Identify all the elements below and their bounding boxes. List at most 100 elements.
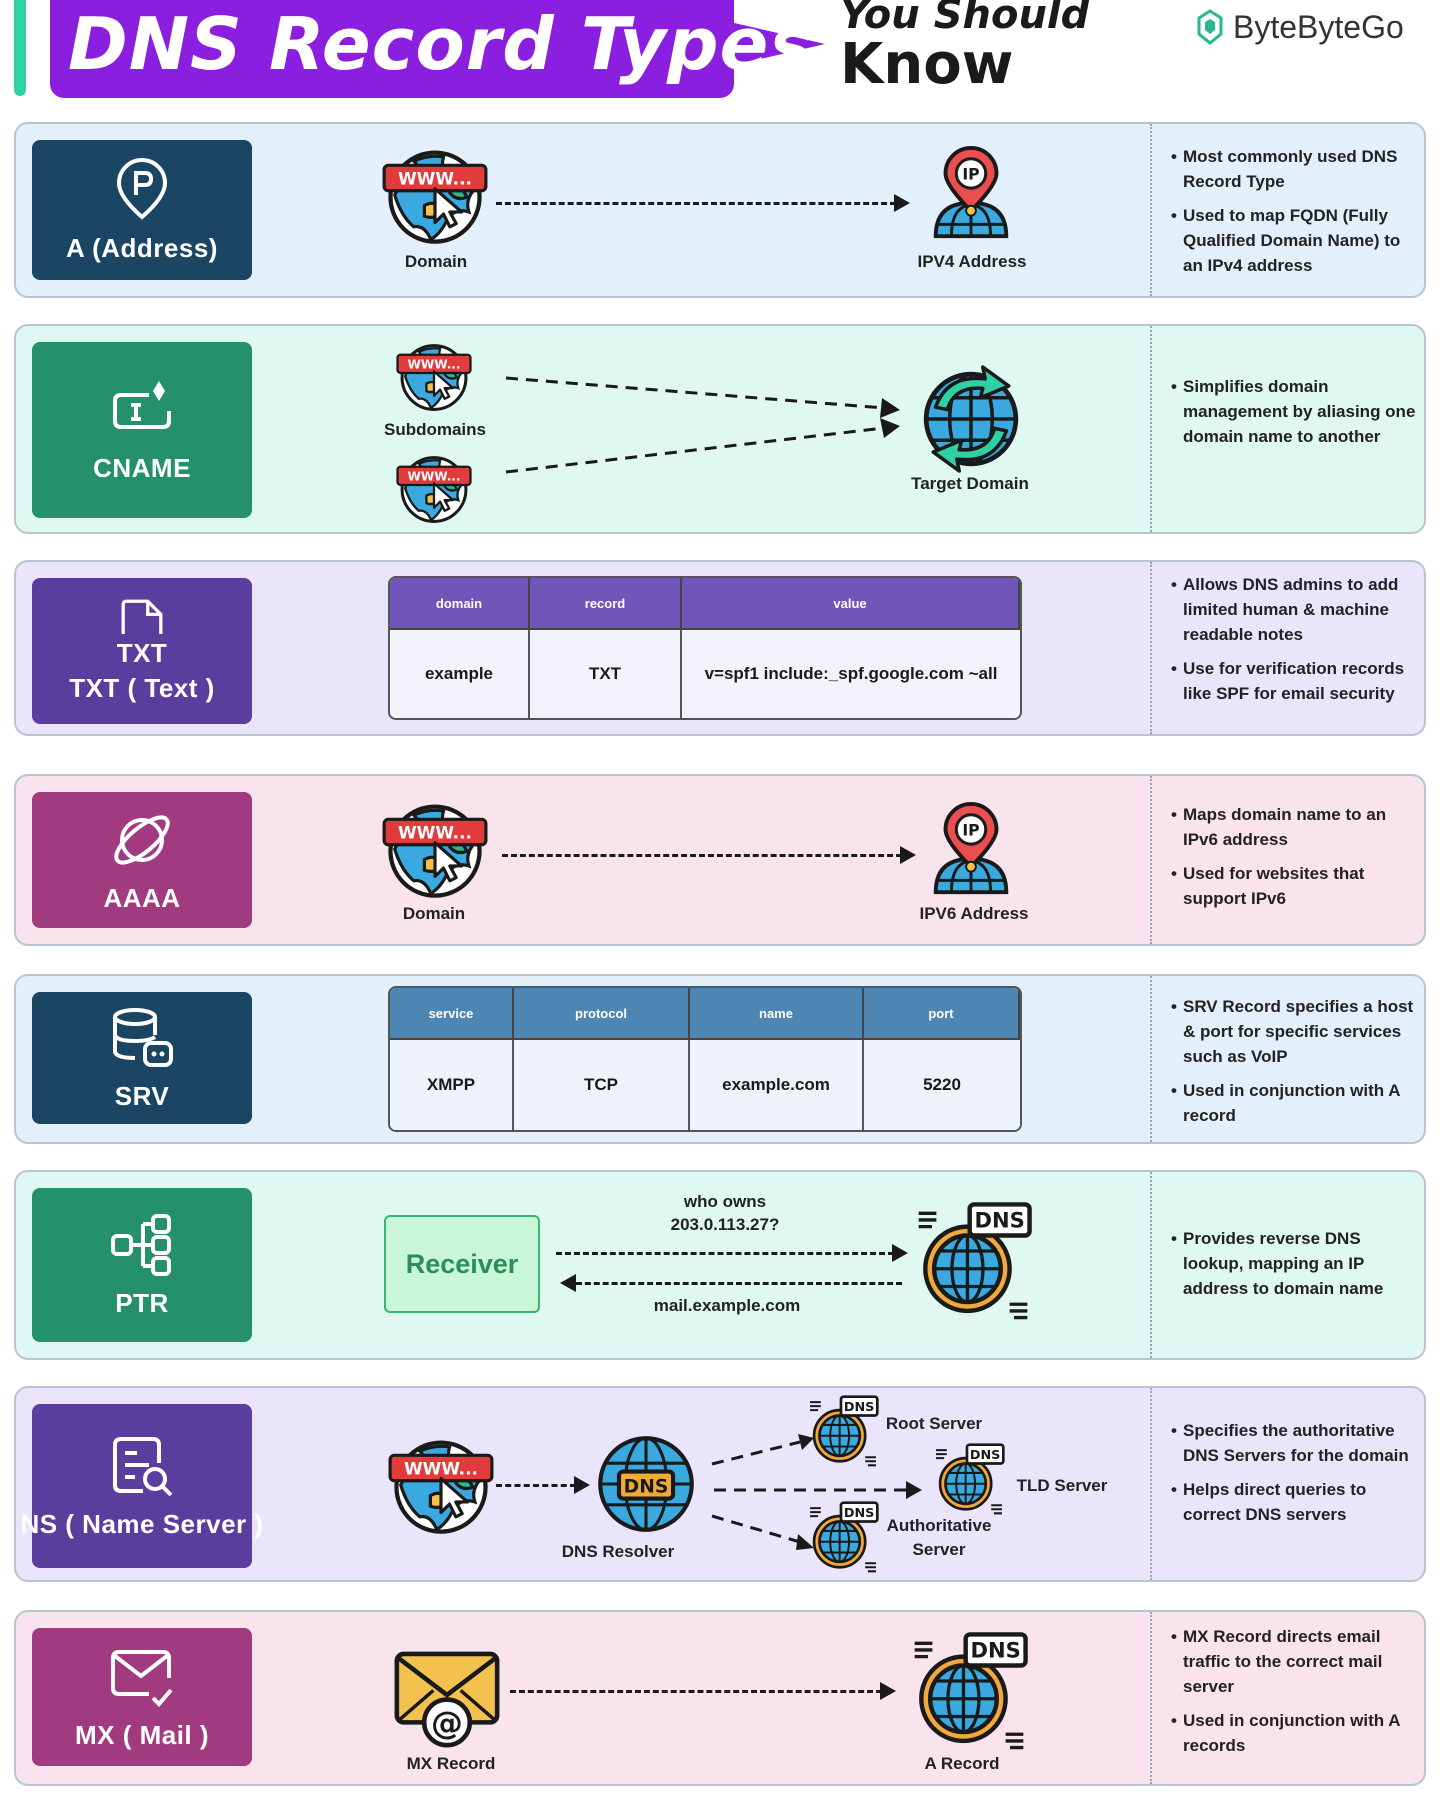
caption-mx-record: MX Record [406, 1754, 496, 1773]
arrow-answer-to-receiver [576, 1282, 902, 1285]
caption-dns-resolver: DNS Resolver [561, 1542, 675, 1561]
caption-target-domain: Target Domain [911, 474, 1029, 493]
receiver-box: Receiver [384, 1215, 540, 1313]
title-banner-arrow [730, 22, 825, 66]
dns-globe-icon [806, 1500, 880, 1574]
notes-ptr-record: Provides reverse DNS lookup, mapping an … [1171, 1226, 1416, 1310]
label-srv-record: SRV [32, 992, 252, 1124]
row-divider [1150, 776, 1152, 944]
table-cell: v=spf1 include:_spf.google.com ~all [682, 630, 1020, 718]
arrow-head [900, 846, 916, 864]
note-item: Maps domain name to an IPv6 address [1171, 802, 1416, 852]
arrow-head [574, 1476, 590, 1494]
arrows-resolver-to-servers [711, 1434, 922, 1550]
row-divider [1150, 976, 1152, 1142]
label-cname-text: CNAME [93, 452, 191, 483]
www-globe-icon [396, 450, 472, 526]
table-header-cell: domain [390, 578, 530, 630]
row-aaaa-record: AAAA Domain IPV6 Address Maps domain nam… [14, 774, 1426, 946]
label-aaaa-record: AAAA [32, 792, 252, 928]
table-header-cell: record [530, 578, 682, 630]
label-txt-record: TXT TXT ( Text ) [32, 578, 252, 724]
caption-ipv6: IPV6 Address [919, 904, 1029, 923]
database-icon [113, 1007, 173, 1067]
row-mx-record: MX ( Mail ) MX Record A Record MX Record… [14, 1610, 1426, 1786]
arrow-head [560, 1274, 576, 1292]
row-a-record: A (Address) Domain IPV4 Address Most com… [14, 122, 1426, 298]
notes-txt-record: Allows DNS admins to add limited human &… [1171, 572, 1416, 715]
note-item: Specifies the authoritative DNS Servers … [1171, 1418, 1416, 1468]
notes-mx-record: MX Record directs email traffic to the c… [1171, 1624, 1416, 1767]
notes-ns-record: Specifies the authoritative DNS Servers … [1171, 1418, 1416, 1536]
dns-globe-icon [912, 1200, 1034, 1322]
caption-subdomains: Subdomains [383, 420, 486, 439]
caption-ptr-query: who owns 203.0.113.27? [670, 1192, 780, 1234]
label-cname-record: CNAME [32, 342, 252, 518]
brand-logo: ByteByteGo [1195, 8, 1404, 46]
table-header-cell: port [864, 988, 1020, 1040]
row-srv-record: SRV service protocol name port XMPP TCP … [14, 974, 1426, 1144]
table-cell: example.com [690, 1040, 864, 1130]
note-item: Used in conjunction with A record [1171, 1078, 1416, 1128]
row-divider [1150, 1612, 1152, 1784]
arrow-domain-to-ipv4 [496, 202, 896, 205]
mail-check-icon [111, 1649, 173, 1707]
www-globe-icon [388, 1432, 494, 1538]
label-ptr-record: PTR [32, 1188, 252, 1342]
arrow-www-to-resolver [496, 1484, 576, 1487]
note-item: Use for verification records like SPF fo… [1171, 656, 1416, 706]
text-file-icon [121, 599, 163, 634]
label-ns-record: NS ( Name Server ) [20, 1404, 263, 1568]
page-subtitle-line1: You Should [840, 0, 1090, 38]
row-ptr-record: PTR who owns 203.0.113.27? mail.example.… [14, 1170, 1426, 1360]
www-globe-icon [396, 338, 472, 414]
table-cell: XMPP [390, 1040, 514, 1130]
row-ns-record: NS ( Name Server ) DNS DNS Resolver Root… [14, 1386, 1426, 1582]
dns-globe-icon [908, 1630, 1030, 1752]
row-divider [1150, 326, 1152, 532]
notes-srv-record: SRV Record specifies a host & port for s… [1171, 994, 1416, 1137]
caption-domain: Domain [404, 252, 468, 271]
note-item: MX Record directs email traffic to the c… [1171, 1624, 1416, 1699]
document-search-icon [113, 1436, 173, 1496]
row-txt-record: TXT TXT ( Text ) domain record value exa… [14, 560, 1426, 736]
arrow-domain-to-ipv6 [502, 854, 902, 857]
caption-authoritative-server: Authoritative Server [886, 1516, 992, 1559]
note-item: Simplifies domain management by aliasing… [1171, 374, 1416, 449]
label-txt-text: TXT ( Text ) [69, 673, 215, 703]
table-cell: example [390, 630, 530, 718]
dns-globe-icon [932, 1442, 1006, 1516]
mail-envelope-icon [390, 1638, 504, 1752]
table-header-cell: protocol [514, 988, 690, 1040]
arrow-head [880, 1682, 896, 1700]
sync-globe-icon [912, 360, 1030, 478]
caption-a-record: A Record [924, 1754, 1000, 1773]
svg-text:DNS: DNS [624, 1476, 669, 1497]
note-item: Provides reverse DNS lookup, mapping an … [1171, 1226, 1416, 1301]
page-subtitle-line2: Know [840, 32, 1014, 97]
table-cell: TCP [514, 1040, 690, 1130]
row-divider [1150, 1388, 1152, 1580]
caption-ptr-answer: mail.example.com [653, 1296, 801, 1315]
ip-pin-icon [922, 802, 1020, 900]
notes-aaaa-record: Maps domain name to an IPv6 address Used… [1171, 802, 1416, 920]
row-divider [1150, 124, 1152, 296]
srv-record-table: service protocol name port XMPP TCP exam… [388, 986, 1022, 1132]
arrow-head [894, 194, 910, 212]
header-accent-bar [14, 0, 26, 96]
note-item: Used for websites that support IPv6 [1171, 861, 1416, 911]
table-header-cell: value [682, 578, 1020, 630]
note-item: SRV Record specifies a host & port for s… [1171, 994, 1416, 1069]
caption-root-server: Root Server [885, 1414, 983, 1433]
label-a-text: A (Address) [66, 232, 218, 263]
label-ns-text: NS ( Name Server ) [20, 1508, 264, 1539]
dns-resolver-globe-icon: DNS [598, 1436, 694, 1532]
arrows-subdomains-to-target [505, 376, 900, 474]
table-header-cell: service [390, 988, 514, 1040]
txt-record-table: domain record value example TXT v=spf1 i… [388, 576, 1022, 720]
arrow-mx-to-a-record [510, 1690, 882, 1693]
page-title: DNS Record Types [68, 2, 814, 86]
notes-a-record: Most commonly used DNS Record Type Used … [1171, 144, 1416, 287]
brand-leaf-icon [1197, 9, 1223, 45]
note-item: Helps direct queries to correct DNS serv… [1171, 1477, 1416, 1527]
